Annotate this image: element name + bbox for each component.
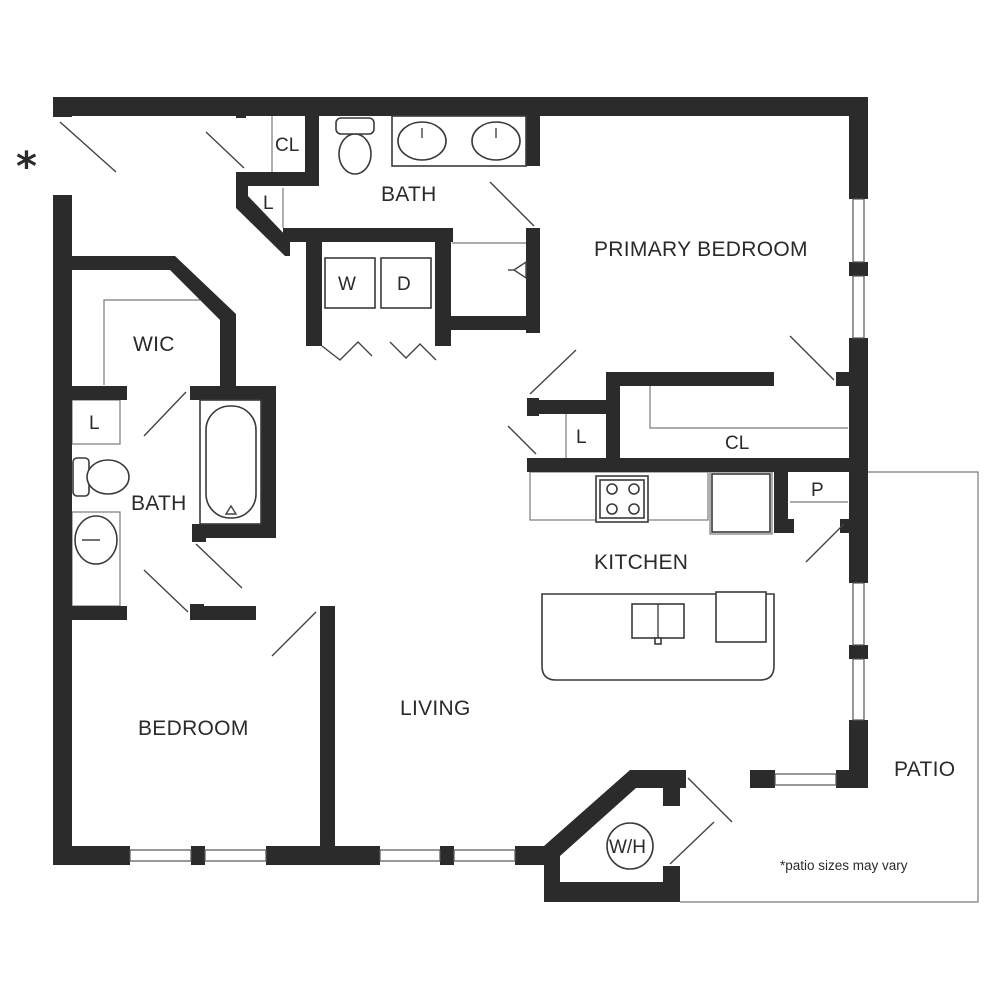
label-linen-kitchen: L <box>576 427 587 448</box>
label-washer: W <box>338 274 356 295</box>
toilet-icon <box>335 117 375 175</box>
entry-marker: * <box>16 144 37 190</box>
kitchen-island <box>541 591 775 681</box>
label-linen-top: L <box>263 193 274 214</box>
room-label-secondary-bath: BATH <box>131 492 187 515</box>
windows <box>129 198 865 862</box>
walls <box>53 97 868 902</box>
double-sink-icon <box>391 115 527 167</box>
sink-icon <box>74 515 118 565</box>
fixtures <box>72 115 775 870</box>
refrigerator-icon <box>711 473 771 533</box>
dryer-icon <box>380 257 432 309</box>
room-label-primary-bath: BATH <box>381 183 437 206</box>
room-label-primary-bedroom: PRIMARY BEDROOM <box>594 238 808 261</box>
room-label-living: LIVING <box>400 697 471 720</box>
label-linen-left: L <box>89 413 100 434</box>
room-label-patio: PATIO <box>894 758 955 781</box>
label-water-heater: W/H <box>609 837 646 858</box>
label-pantry: P <box>811 480 824 501</box>
label-dryer: D <box>397 274 411 295</box>
room-label-kitchen: KITCHEN <box>594 551 688 574</box>
label-closet-kitchen: CL <box>725 433 749 454</box>
doors <box>59 121 845 865</box>
water-heater-icon <box>606 822 654 870</box>
label-closet-top: CL <box>275 135 299 156</box>
labels: * PRIMARY BEDROOM BATH WIC BATH BEDROOM … <box>16 135 955 873</box>
bathtub-icon <box>199 399 262 525</box>
washer-icon <box>324 257 376 309</box>
stove-icon <box>595 475 649 523</box>
shower-icon <box>508 260 527 280</box>
toilet-icon <box>72 457 130 497</box>
thin-lines <box>71 116 979 903</box>
patio-size-note: *patio sizes may vary <box>780 858 908 873</box>
room-label-bedroom: BEDROOM <box>138 717 249 740</box>
room-label-wic: WIC <box>133 333 175 356</box>
